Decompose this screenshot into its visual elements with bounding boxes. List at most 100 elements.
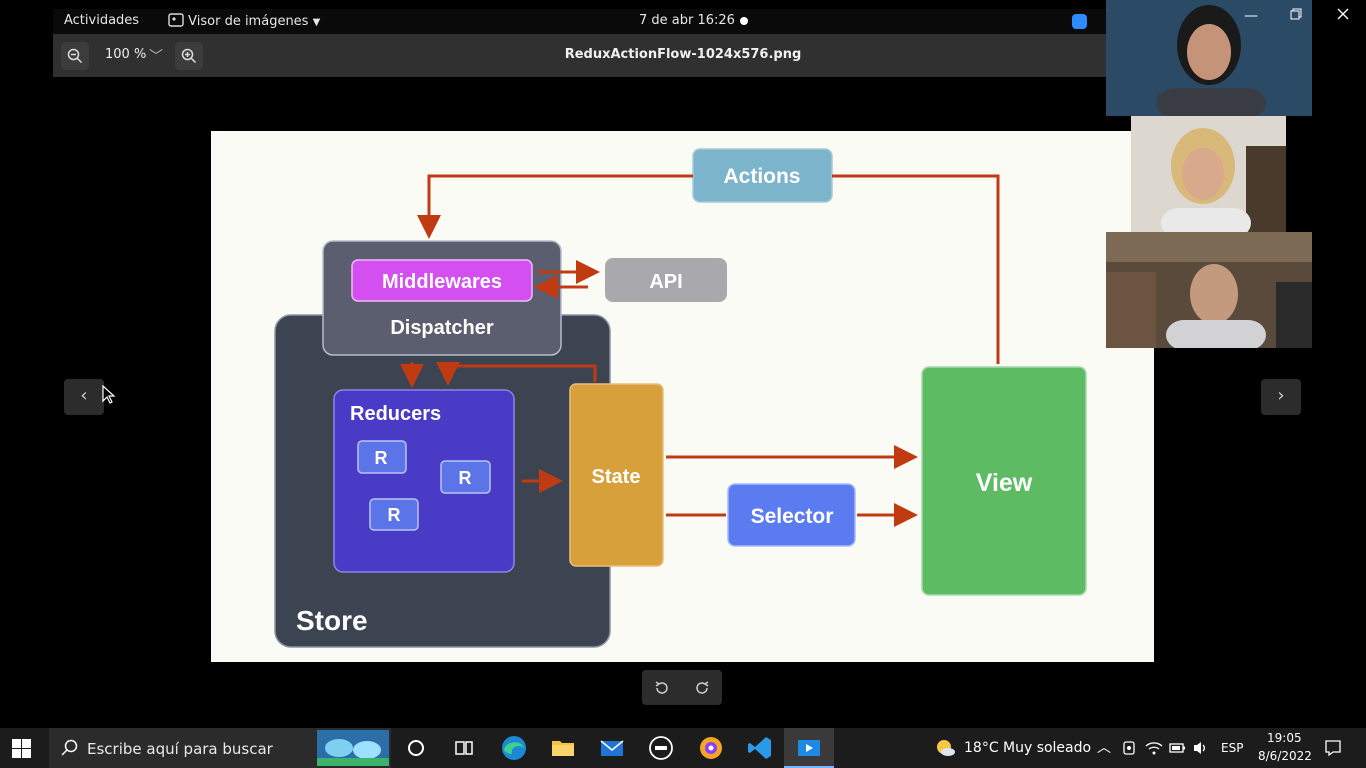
weather-sun-icon[interactable]	[934, 737, 956, 759]
dispatcher-label: Dispatcher	[390, 317, 494, 339]
zoom-in-button[interactable]	[175, 42, 203, 70]
chevron-right-icon: ›	[1277, 385, 1285, 406]
remote-desktop-icon	[798, 740, 820, 756]
mail-icon	[600, 740, 624, 756]
security-app-button[interactable]	[697, 734, 725, 762]
wifi-icon[interactable]	[1145, 740, 1163, 756]
reducers-label: Reducers	[350, 403, 441, 425]
vscode-button[interactable]	[746, 734, 774, 762]
task-view-button[interactable]	[450, 734, 478, 762]
rotate-right-icon[interactable]	[694, 680, 710, 696]
file-name-title: ReduxActionFlow-1024x576.png	[564, 47, 802, 62]
windows-taskbar: Escribe aquí para buscar 18°C Muy solead…	[0, 728, 1366, 768]
zoom-level[interactable]: 100 %	[105, 47, 147, 62]
close-button[interactable]	[1337, 8, 1349, 24]
api-label: API	[649, 271, 682, 293]
rotate-controls	[642, 670, 722, 705]
zoom-out-icon	[67, 48, 83, 64]
volume-icon[interactable]	[1192, 740, 1210, 756]
restore-button[interactable]	[1290, 8, 1302, 24]
dropdown-arrow-icon: ▼	[312, 17, 321, 28]
store-label: Store	[296, 605, 368, 636]
system-top-bar: Actividades Visor de imágenes ▼ 7 de abr…	[53, 9, 1106, 34]
dell-icon	[649, 736, 673, 760]
zoom-out-button[interactable]	[61, 42, 89, 70]
active-app-indicator[interactable]	[784, 728, 834, 768]
windows-logo-icon	[12, 739, 31, 758]
viewer-toolbar: 100 % ﹀ ReduxActionFlow-1024x576.png	[53, 34, 1106, 77]
reducer-label: R	[459, 468, 472, 488]
cortana-button[interactable]	[402, 734, 430, 762]
reducer-label: R	[388, 505, 401, 525]
selector-label: Selector	[751, 505, 834, 528]
minimize-button[interactable]: —	[1244, 8, 1258, 24]
actions-label: Actions	[723, 165, 800, 188]
participant-avatar	[1131, 116, 1286, 232]
chevron-left-icon: ‹	[80, 385, 88, 406]
taskbar-time[interactable]: 19:05	[1267, 731, 1302, 745]
minimize-icon: —	[1244, 8, 1258, 24]
view-label: View	[976, 469, 1033, 497]
folder-icon	[552, 741, 574, 756]
meet-now-icon[interactable]	[1121, 740, 1137, 756]
vscode-icon	[748, 737, 771, 759]
mail-button[interactable]	[598, 734, 626, 762]
image-canvas: Store Dispatcher Middlewares API Actions…	[211, 131, 1154, 662]
weather-temperature[interactable]: 18°C	[964, 740, 999, 756]
taskbar-search-box[interactable]: Escribe aquí para buscar	[49, 728, 391, 768]
edge-button[interactable]	[500, 734, 528, 762]
app-menu[interactable]: Visor de imágenes ▼	[168, 13, 320, 29]
video-tile-participant-1[interactable]	[1106, 0, 1312, 116]
rotate-left-icon[interactable]	[654, 680, 670, 696]
flow-arrows	[400, 174, 1000, 527]
reducer-box	[440, 460, 491, 494]
view-box	[921, 366, 1087, 596]
weather-description[interactable]: Muy soleado	[1003, 740, 1092, 756]
notification-dot-icon	[740, 17, 748, 25]
video-tile-participant-3[interactable]	[1106, 232, 1312, 348]
clock[interactable]: 7 de abr 16:26	[639, 13, 735, 28]
language-indicator[interactable]: ESP	[1221, 741, 1244, 755]
middlewares-label: Middlewares	[382, 271, 502, 293]
middlewares-box	[351, 259, 533, 302]
reducer-box	[357, 440, 407, 474]
edge-icon	[502, 736, 526, 760]
search-highlight-illustration	[317, 730, 389, 766]
selector-box	[727, 483, 856, 547]
close-icon	[1337, 8, 1349, 20]
taskbar-date[interactable]: 8/6/2022	[1258, 749, 1312, 763]
reducer-box	[369, 498, 419, 531]
zoom-in-icon	[181, 48, 197, 64]
dell-button[interactable]	[647, 734, 675, 762]
battery-icon[interactable]	[1169, 741, 1187, 755]
api-box	[605, 258, 727, 302]
task-view-icon	[455, 741, 473, 755]
zoom-dropdown-icon[interactable]: ﹀	[149, 49, 163, 65]
file-explorer-button[interactable]	[549, 734, 577, 762]
redux-flow-diagram: Store Dispatcher Middlewares API Actions…	[274, 148, 1087, 648]
cortana-icon	[408, 740, 424, 756]
next-image-button[interactable]: ›	[1261, 379, 1301, 415]
search-icon	[61, 739, 78, 756]
arrow-actions-to-dispatcher	[417, 174, 693, 239]
app-menu-label: Visor de imágenes	[188, 14, 309, 29]
state-box	[569, 383, 664, 567]
video-tile-participant-2[interactable]	[1131, 116, 1286, 232]
reducer-label: R	[375, 448, 388, 468]
image-viewer-icon	[168, 13, 184, 27]
start-button[interactable]	[12, 739, 32, 759]
restore-icon	[1290, 8, 1302, 20]
state-label: State	[592, 466, 641, 488]
participant-avatar	[1106, 232, 1312, 348]
mouse-cursor-icon	[102, 384, 116, 409]
chevron-up-icon[interactable]: ︿	[1097, 740, 1111, 756]
previous-image-button[interactable]: ‹	[64, 379, 104, 415]
zoom-app-icon[interactable]	[1072, 14, 1087, 29]
arrow-state-to-reducers	[436, 362, 597, 386]
activities-button[interactable]: Actividades	[64, 13, 140, 28]
participant-avatar	[1106, 0, 1312, 116]
notification-center-icon[interactable]	[1324, 739, 1342, 757]
search-placeholder: Escribe aquí para buscar	[87, 740, 273, 758]
arrow-view-to-actions	[832, 174, 1000, 364]
shield-icon	[700, 737, 722, 759]
